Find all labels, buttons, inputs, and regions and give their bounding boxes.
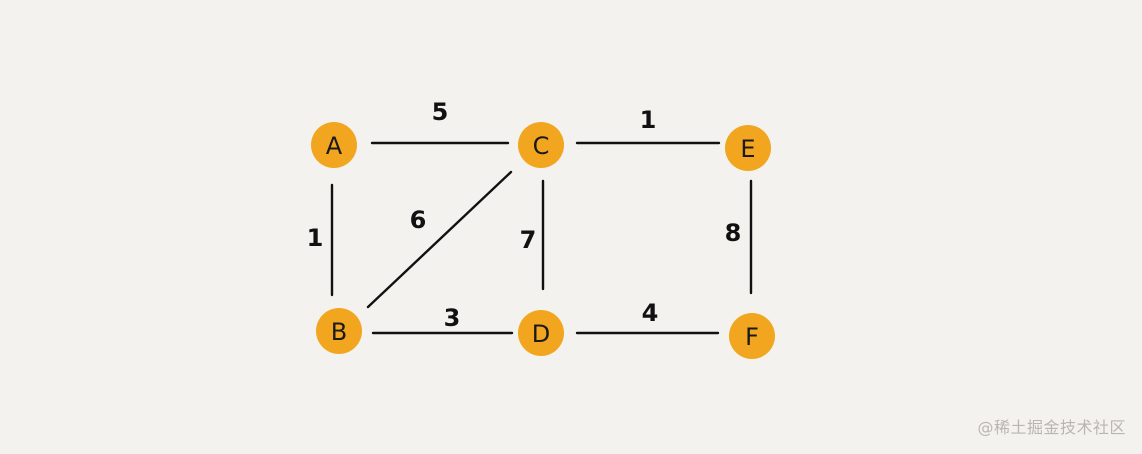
node-f: F xyxy=(729,313,775,359)
edge-weight-b-d: 3 xyxy=(444,304,461,332)
node-b: B xyxy=(316,308,362,354)
edge-weight-a-c: 5 xyxy=(432,98,449,126)
node-label: B xyxy=(331,318,347,346)
node-d: D xyxy=(518,310,564,356)
edge-weight-a-b: 1 xyxy=(307,224,324,252)
watermark: @稀土掘金技术社区 xyxy=(977,418,1126,437)
node-circle xyxy=(311,122,357,168)
node-e: E xyxy=(725,125,771,171)
node-circle xyxy=(518,310,564,356)
node-label: D xyxy=(532,320,550,348)
node-circle xyxy=(729,313,775,359)
edge-weight-b-c: 6 xyxy=(410,206,427,234)
edge-weight-c-e: 1 xyxy=(640,106,657,134)
node-label: C xyxy=(533,132,550,160)
node-circle xyxy=(316,308,362,354)
node-circle xyxy=(518,122,564,168)
node-c: C xyxy=(518,122,564,168)
edge-weight-e-f: 8 xyxy=(725,219,742,247)
node-label: E xyxy=(740,135,755,163)
node-a: A xyxy=(311,122,357,168)
edges-layer xyxy=(330,141,753,335)
edge-weight-c-d: 7 xyxy=(520,226,537,254)
edge-weight-d-f: 4 xyxy=(642,299,659,327)
weights-layer: 5 1 1 6 7 8 3 4 xyxy=(307,98,742,332)
node-label: A xyxy=(326,132,343,160)
node-label: F xyxy=(745,323,759,351)
edge-b-c xyxy=(366,170,513,309)
node-circle xyxy=(725,125,771,171)
nodes-layer: A B C D E F xyxy=(311,122,775,359)
